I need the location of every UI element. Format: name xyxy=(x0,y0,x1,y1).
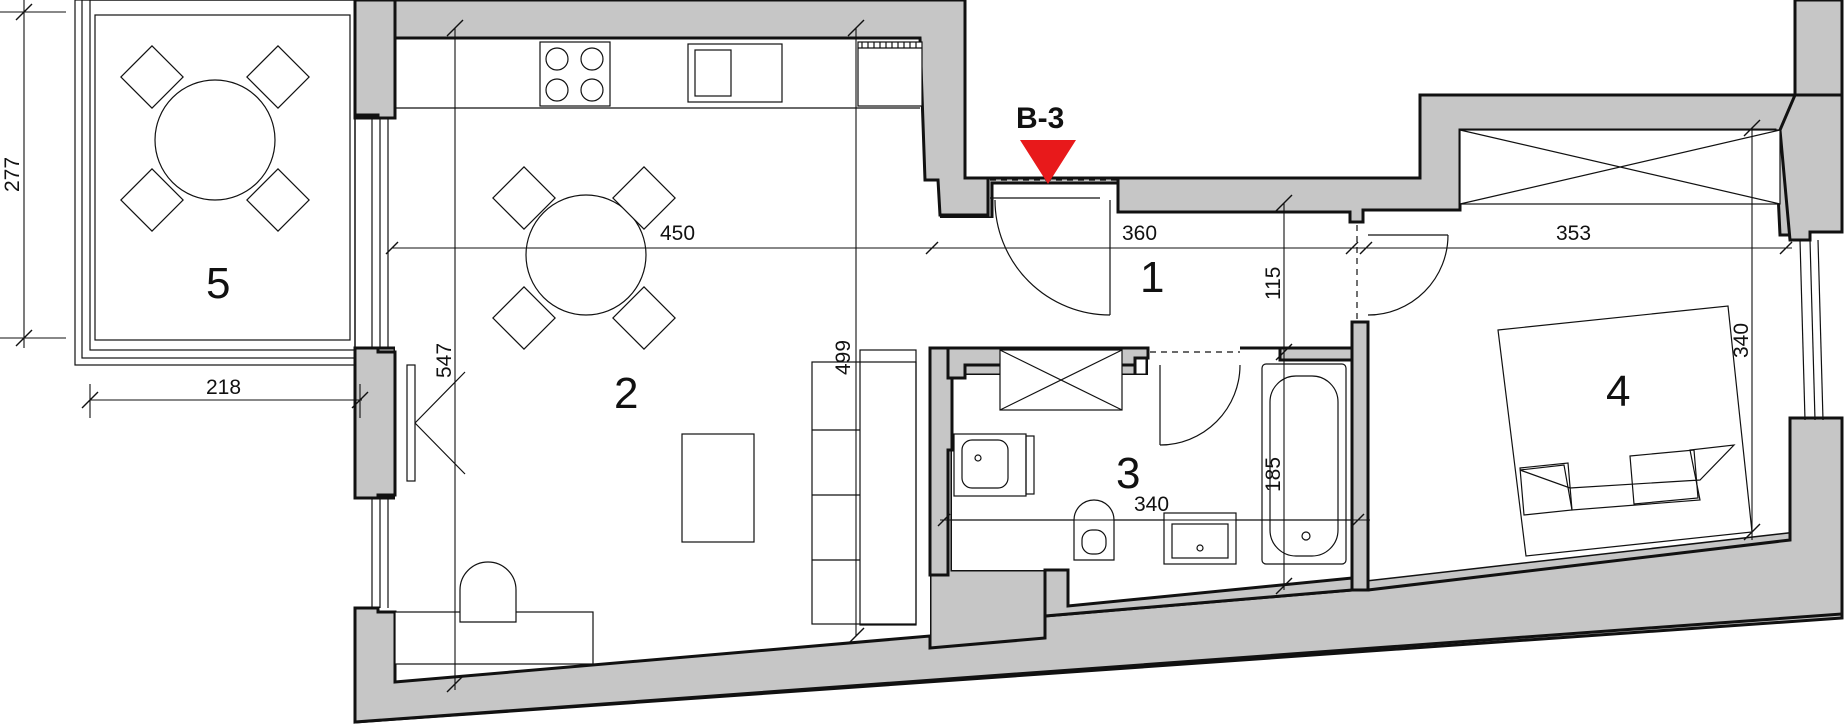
section-marker-triangle xyxy=(1020,140,1076,184)
sofa xyxy=(811,361,917,625)
balcony-chair xyxy=(120,45,184,109)
dining-chair xyxy=(612,286,676,350)
balcony-floor xyxy=(94,14,351,341)
section-marker-label: B-3 xyxy=(1016,102,1064,135)
wall-bath-bottom xyxy=(1043,568,1354,618)
dim-label-340-bedroom: 340 xyxy=(1730,323,1753,358)
kitchen-sink xyxy=(687,43,783,103)
dimension-lines xyxy=(0,0,1793,693)
dining-chair xyxy=(492,286,556,350)
entry-door-swing xyxy=(994,199,1111,316)
room-number-2: 2 xyxy=(614,369,638,418)
bathroom-furniture xyxy=(952,349,1352,565)
balcony-rail-inner xyxy=(89,0,356,351)
dim-label-185: 185 xyxy=(1262,457,1285,492)
wall-bath-left xyxy=(928,346,954,577)
window-west-lower xyxy=(371,498,389,608)
pillow xyxy=(1629,449,1699,505)
dim-label-115: 115 xyxy=(1262,267,1285,300)
balcony-chair xyxy=(246,45,310,109)
dining-chair xyxy=(612,166,676,230)
room-number-3: 3 xyxy=(1116,449,1140,498)
tv-stand xyxy=(406,364,416,482)
cooktop xyxy=(539,41,611,107)
dining-chair xyxy=(492,166,556,230)
dim-label-218: 218 xyxy=(206,376,241,399)
windows xyxy=(371,118,1824,608)
room-number-5: 5 xyxy=(206,259,230,308)
window-east xyxy=(1799,239,1824,421)
room-3-floor xyxy=(948,350,1352,608)
dim-label-450: 450 xyxy=(660,222,695,245)
sink-cabinet xyxy=(1163,512,1237,565)
dim-label-499: 499 xyxy=(832,340,855,375)
bed xyxy=(1497,305,1753,557)
entry-doors xyxy=(990,179,1449,446)
balcony-chair xyxy=(120,168,184,232)
wall-west-middle xyxy=(353,346,397,500)
dim-label-360: 360 xyxy=(1122,222,1157,245)
living-furniture xyxy=(394,41,923,665)
balcony-table xyxy=(154,79,276,201)
dimension-labels: 450 360 353 115 499 547 340 340 185 277 … xyxy=(1,157,1753,516)
bathtub xyxy=(1261,363,1347,565)
fridge xyxy=(857,41,923,107)
room-number-4: 4 xyxy=(1606,367,1630,416)
dim-label-547: 547 xyxy=(433,343,456,378)
bedroom-furniture xyxy=(1459,129,1781,557)
wall-east-top xyxy=(1778,93,1844,242)
dim-label-340-bath: 340 xyxy=(1134,493,1169,516)
dim-label-353: 353 xyxy=(1556,222,1591,245)
coffee-table xyxy=(681,433,755,543)
bedroom-door-swing xyxy=(1367,234,1449,316)
room-1-floor xyxy=(965,212,1363,348)
desk-chair xyxy=(459,561,517,623)
balcony xyxy=(74,0,356,366)
room-numbers: 1 2 3 4 5 xyxy=(206,253,1630,498)
dim-label-277: 277 xyxy=(1,157,24,192)
bath-door-swing xyxy=(1159,364,1241,446)
balcony-chair xyxy=(246,168,310,232)
dining-table xyxy=(525,194,647,316)
wall-bath-right xyxy=(1350,320,1370,592)
room-number-1: 1 xyxy=(1140,253,1164,302)
wall-west-top xyxy=(353,0,397,120)
window-west-upper xyxy=(371,118,389,348)
section-marker: B-3 xyxy=(1016,102,1076,184)
